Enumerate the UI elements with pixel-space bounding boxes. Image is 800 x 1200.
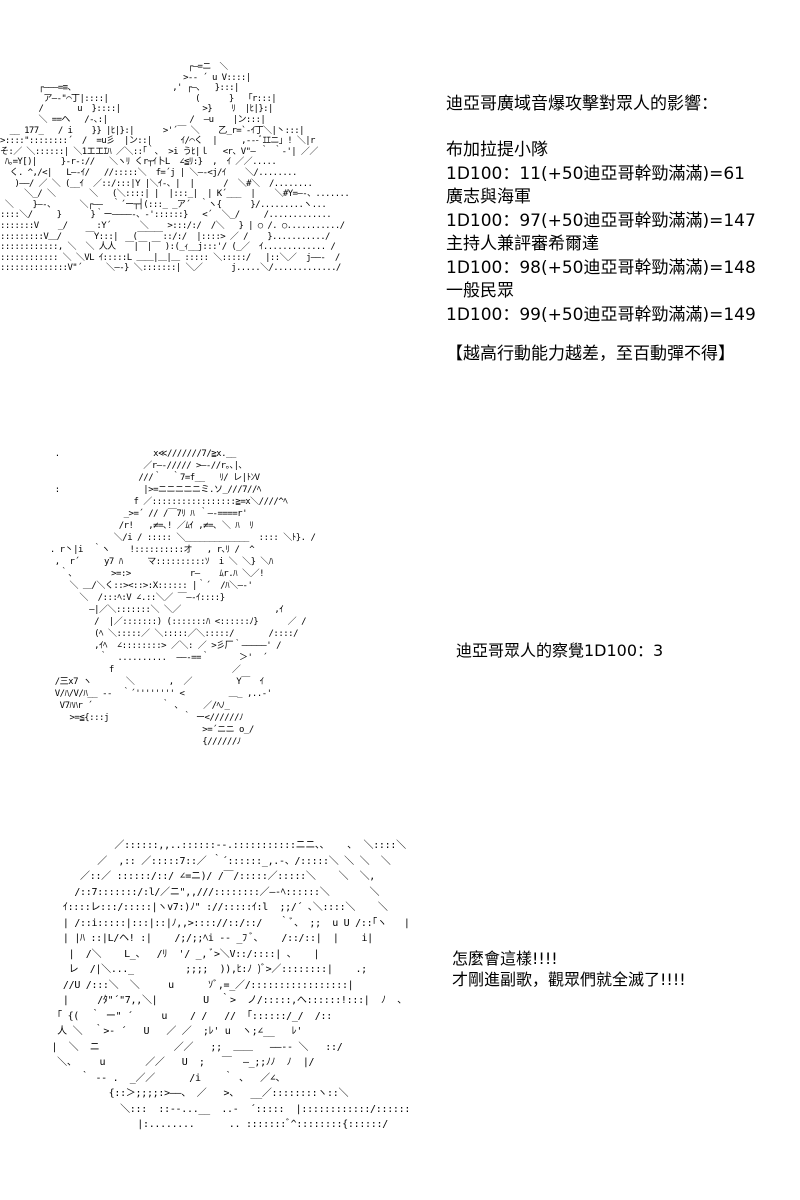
result-line: 布加拉提小隊	[446, 140, 548, 160]
reaction-text: 怎麼會這樣!!!! 才剛進副歌，觀眾們就全滅了!!!!	[452, 948, 792, 990]
reaction-line: 怎麼會這樣!!!!	[452, 949, 558, 968]
perception-line: 迪亞哥眾人的察覺1D100：3	[456, 641, 664, 660]
result-line: 一般民眾	[446, 281, 514, 301]
ascii-art-group-panel: ┌―=ニ￣＼ >-- ´ u V::::| ┌―――=≡、 ,' ┌―､ }::…	[0, 62, 350, 274]
ascii-art-dinosaur-panel: . x≪///////7/≧x.__ ／r―-///// >―-//r｡､|､ …	[49, 449, 316, 747]
results-heading: 迪亞哥廣域音爆攻擊對眾人的影響：	[446, 94, 718, 114]
perception-roll: 迪亞哥眾人的察覺1D100：3	[456, 640, 786, 661]
reaction-line: 才剛進副歌，觀眾們就全滅了!!!!	[452, 970, 686, 989]
ascii-art-face-panel: ／::::::,,..::::::--.:::::::::::ニニ､､ ､ ＼:…	[51, 840, 410, 1130]
result-line: 1D100：11(+50迪亞哥幹勁滿滿)=61	[446, 163, 746, 184]
result-line: 1D100：98(+50迪亞哥幹勁滿滿)=148	[446, 257, 756, 278]
rule-note: 【越高行動能力越差，至百動彈不得】	[446, 344, 735, 364]
result-line: 1D100：97(+50迪亞哥幹勁滿滿)=147	[446, 210, 756, 231]
sonic-attack-results: 迪亞哥廣域音爆攻擊對眾人的影響： 布加拉提小隊 1D100：11(+50迪亞哥幹…	[446, 93, 791, 365]
result-line: 廣志與海軍	[446, 187, 531, 207]
result-line: 主持人兼評審希爾達	[446, 234, 599, 254]
result-line: 1D100：99(+50迪亞哥幹勁滿滿)=149	[446, 304, 756, 325]
